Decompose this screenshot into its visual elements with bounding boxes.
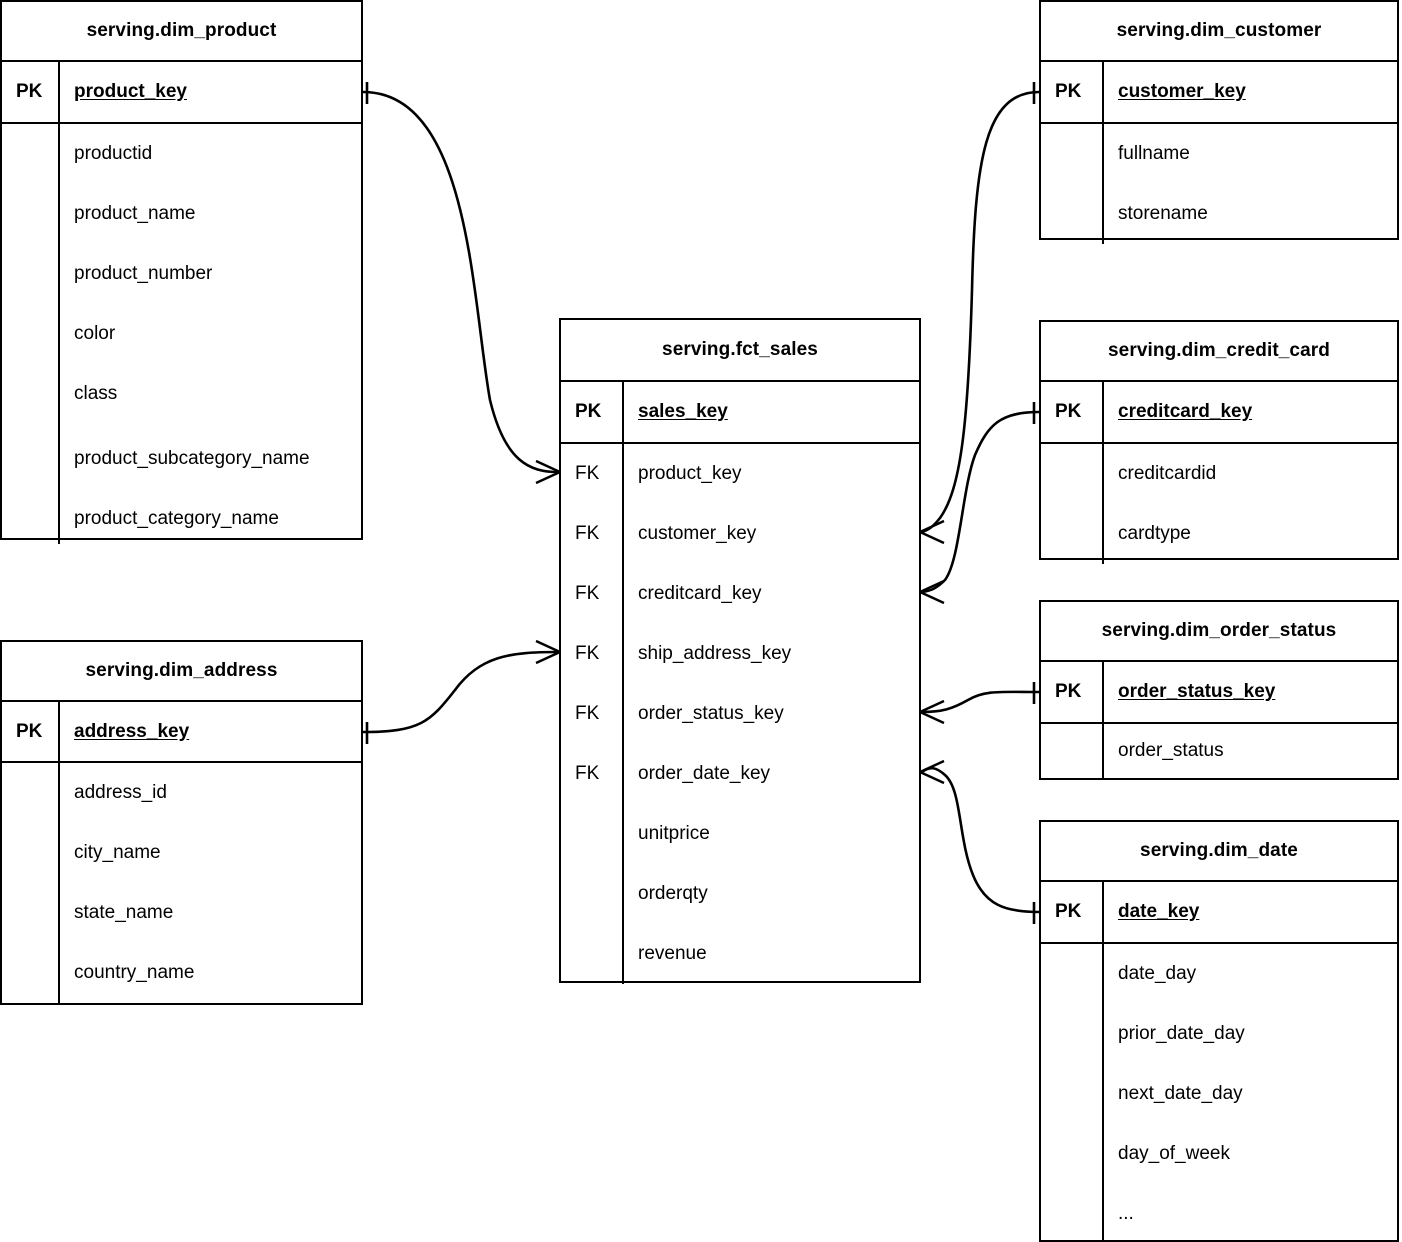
entity-dim-credit-card[interactable]: serving.dim_credit_card PK creditcard_ke… <box>1039 320 1399 564</box>
pk-row-dim-order-status: PK order_status_key <box>1041 662 1397 724</box>
pk-field-dim-product: product_key <box>74 81 187 102</box>
cardinality-many-customer <box>919 519 945 545</box>
attributes-fct-sales: FK FK FK FK FK FK product_key customer_k… <box>561 444 919 984</box>
relationship-line-order-status <box>921 690 1040 714</box>
fk-key-label: FK <box>575 583 600 604</box>
cardinality-many-creditcard <box>919 579 945 605</box>
pk-key-label-dim-product: PK <box>16 81 43 102</box>
attribute-row: city_name <box>74 842 161 863</box>
attributes-dim-date: date_day prior_date_day next_date_day da… <box>1041 944 1397 1242</box>
cardinality-many-address <box>535 639 561 665</box>
attribute-row: unitprice <box>638 823 710 844</box>
attribute-row: day_of_week <box>1118 1143 1230 1164</box>
attribute-row: revenue <box>638 943 707 964</box>
relationship-line-product <box>362 90 559 474</box>
pk-field-dim-customer: customer_key <box>1118 81 1246 102</box>
entity-dim-date[interactable]: serving.dim_date PK date_key date_day pr… <box>1039 820 1399 1242</box>
relationship-line-creditcard <box>921 410 1040 594</box>
attribute-row: state_name <box>74 902 174 923</box>
pk-field-dim-order-status: order_status_key <box>1118 681 1276 702</box>
pk-key-label-fct-sales: PK <box>575 401 602 422</box>
entity-title-dim-address: serving.dim_address <box>2 642 361 702</box>
entity-title-dim-product: serving.dim_product <box>2 2 361 62</box>
pk-row-fct-sales: PK sales_key <box>561 382 919 444</box>
attribute-row: order_date_key <box>638 763 771 784</box>
relationship-line-address <box>362 650 559 734</box>
entity-body-dim-product: PK product_key productid product_name pr… <box>2 62 361 544</box>
pk-row-dim-customer: PK customer_key <box>1041 62 1397 124</box>
pk-field-dim-credit-card: creditcard_key <box>1118 401 1253 422</box>
pk-field-fct-sales: sales_key <box>638 401 728 422</box>
attribute-row: product_subcategory_name <box>74 448 310 470</box>
entity-dim-customer[interactable]: serving.dim_customer PK customer_key ful… <box>1039 0 1399 244</box>
attribute-row: country_name <box>74 962 195 983</box>
attribute-row: storename <box>1118 203 1208 224</box>
pk-field-dim-date: date_key <box>1118 901 1200 922</box>
attribute-row: order_status_key <box>638 703 784 724</box>
fk-key-label: FK <box>575 763 600 784</box>
attributes-dim-customer: fullname storename <box>1041 124 1397 244</box>
cardinality-many-date <box>919 759 945 785</box>
pk-field-dim-address: address_key <box>74 720 190 742</box>
pk-key-label-dim-date: PK <box>1055 901 1082 922</box>
pk-row-dim-credit-card: PK creditcard_key <box>1041 382 1397 444</box>
entity-title-fct-sales: serving.fct_sales <box>561 320 919 382</box>
attributes-dim-order-status: order_status <box>1041 724 1397 778</box>
pk-key-label-dim-customer: PK <box>1055 81 1082 102</box>
attribute-row: product_name <box>74 203 196 224</box>
attribute-row: next_date_day <box>1118 1083 1243 1104</box>
relationship-line-customer <box>921 90 1040 534</box>
attribute-row: product_key <box>638 463 742 484</box>
attribute-row: ... <box>1118 1203 1134 1224</box>
entity-title-dim-date: serving.dim_date <box>1041 822 1397 882</box>
attribute-row: productid <box>74 143 153 164</box>
attribute-row: ship_address_key <box>638 643 792 664</box>
entity-body-dim-customer: PK customer_key fullname storename <box>1041 62 1397 244</box>
entity-title-dim-customer: serving.dim_customer <box>1041 2 1397 62</box>
attribute-row: class <box>74 383 118 404</box>
attributes-dim-address: address_id city_name state_name country_… <box>2 763 361 1003</box>
attribute-row: creditcard_key <box>638 583 762 604</box>
attribute-row: address_id <box>74 782 167 803</box>
fk-key-label: FK <box>575 703 600 724</box>
attributes-dim-product: productid product_name product_number co… <box>2 124 361 544</box>
pk-row-dim-date: PK date_key <box>1041 882 1397 944</box>
attribute-row: orderqty <box>638 883 708 904</box>
pk-row-dim-product: PK product_key <box>2 62 361 124</box>
relationship-line-date <box>921 766 1040 914</box>
entity-fct-sales[interactable]: serving.fct_sales PK sales_key FK FK FK … <box>559 318 921 984</box>
fk-key-label: FK <box>575 463 600 484</box>
entity-body-dim-order-status: PK order_status_key order_status <box>1041 662 1397 778</box>
entity-body-dim-credit-card: PK creditcard_key creditcardid cardtype <box>1041 382 1397 564</box>
pk-row-dim-address: PK address_key <box>2 702 361 763</box>
cardinality-many-product <box>535 459 561 485</box>
pk-key-label-dim-credit-card: PK <box>1055 401 1082 422</box>
attribute-row: fullname <box>1118 143 1190 164</box>
attribute-row: prior_date_day <box>1118 1023 1245 1044</box>
attribute-row: cardtype <box>1118 523 1191 544</box>
attribute-row: product_number <box>74 263 213 284</box>
attribute-row: color <box>74 323 116 344</box>
fk-key-label: FK <box>575 523 600 544</box>
cardinality-many-order-status <box>919 699 945 725</box>
pk-key-label-dim-address: PK <box>16 720 43 742</box>
attribute-row: date_day <box>1118 963 1197 984</box>
fk-key-label: FK <box>575 643 600 664</box>
attribute-row: order_status <box>1118 740 1224 761</box>
entity-dim-product[interactable]: serving.dim_product PK product_key produ… <box>0 0 363 544</box>
entity-body-dim-address: PK address_key address_id city_name stat… <box>2 702 361 1003</box>
key-spacer <box>561 804 622 984</box>
entity-title-dim-credit-card: serving.dim_credit_card <box>1041 322 1397 382</box>
entity-dim-address[interactable]: serving.dim_address PK address_key addre… <box>0 640 363 1005</box>
attributes-dim-credit-card: creditcardid cardtype <box>1041 444 1397 564</box>
attribute-row: product_category_name <box>74 508 279 529</box>
entity-body-dim-date: PK date_key date_day prior_date_day next… <box>1041 882 1397 1242</box>
pk-key-label-dim-order-status: PK <box>1055 681 1082 702</box>
attribute-row: customer_key <box>638 523 757 544</box>
entity-title-dim-order-status: serving.dim_order_status <box>1041 602 1397 662</box>
entity-body-fct-sales: PK sales_key FK FK FK FK FK FK product_k… <box>561 382 919 984</box>
entity-dim-order-status[interactable]: serving.dim_order_status PK order_status… <box>1039 600 1399 780</box>
attribute-row: creditcardid <box>1118 463 1217 484</box>
